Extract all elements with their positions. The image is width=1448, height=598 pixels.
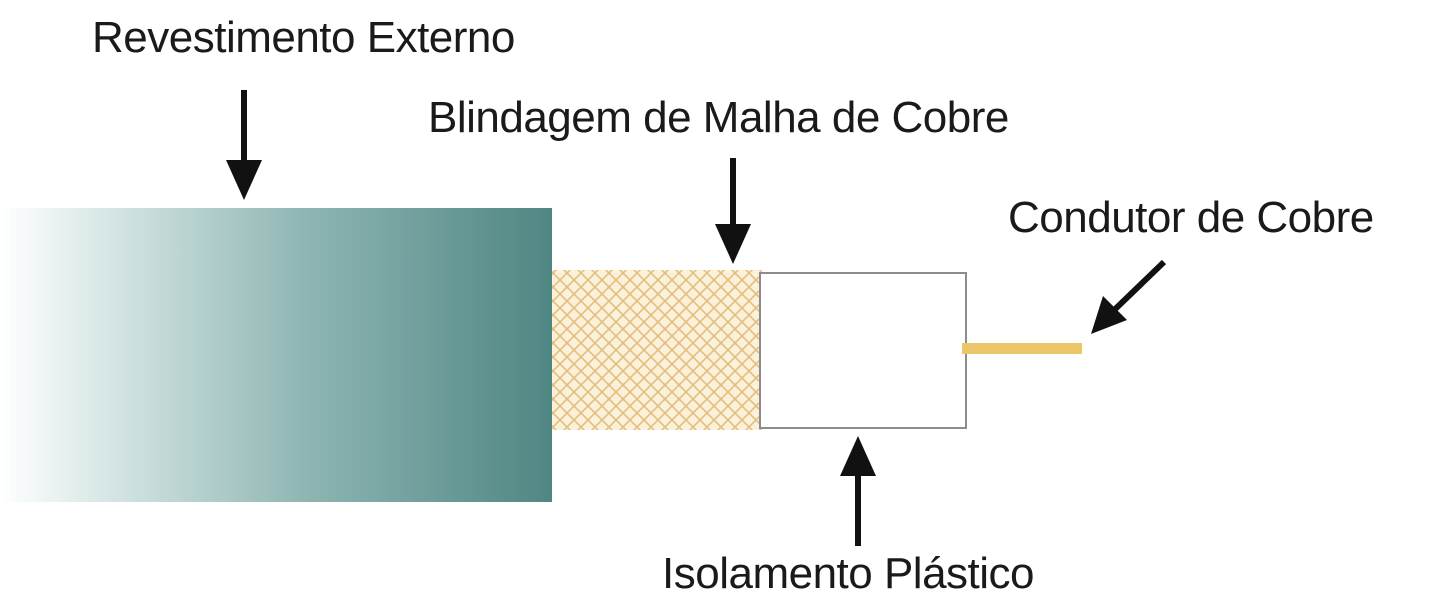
arrow-outer-jacket bbox=[226, 90, 262, 200]
arrow-copper-conductor bbox=[1091, 259, 1167, 334]
copper-braid-shield bbox=[552, 270, 762, 430]
copper-conductor bbox=[962, 343, 1082, 354]
label-copper-braid-shield: Blindagem de Malha de Cobre bbox=[428, 93, 1009, 142]
label-copper-conductor: Condutor de Cobre bbox=[1008, 193, 1374, 242]
arrow-copper-braid-shield bbox=[715, 158, 751, 264]
label-plastic-insulation: Isolamento Plástico bbox=[662, 549, 1035, 598]
label-outer-jacket: Revestimento Externo bbox=[92, 13, 515, 62]
arrow-plastic-insulation bbox=[840, 436, 876, 546]
outer-jacket bbox=[0, 208, 552, 502]
plastic-insulation bbox=[759, 272, 967, 429]
